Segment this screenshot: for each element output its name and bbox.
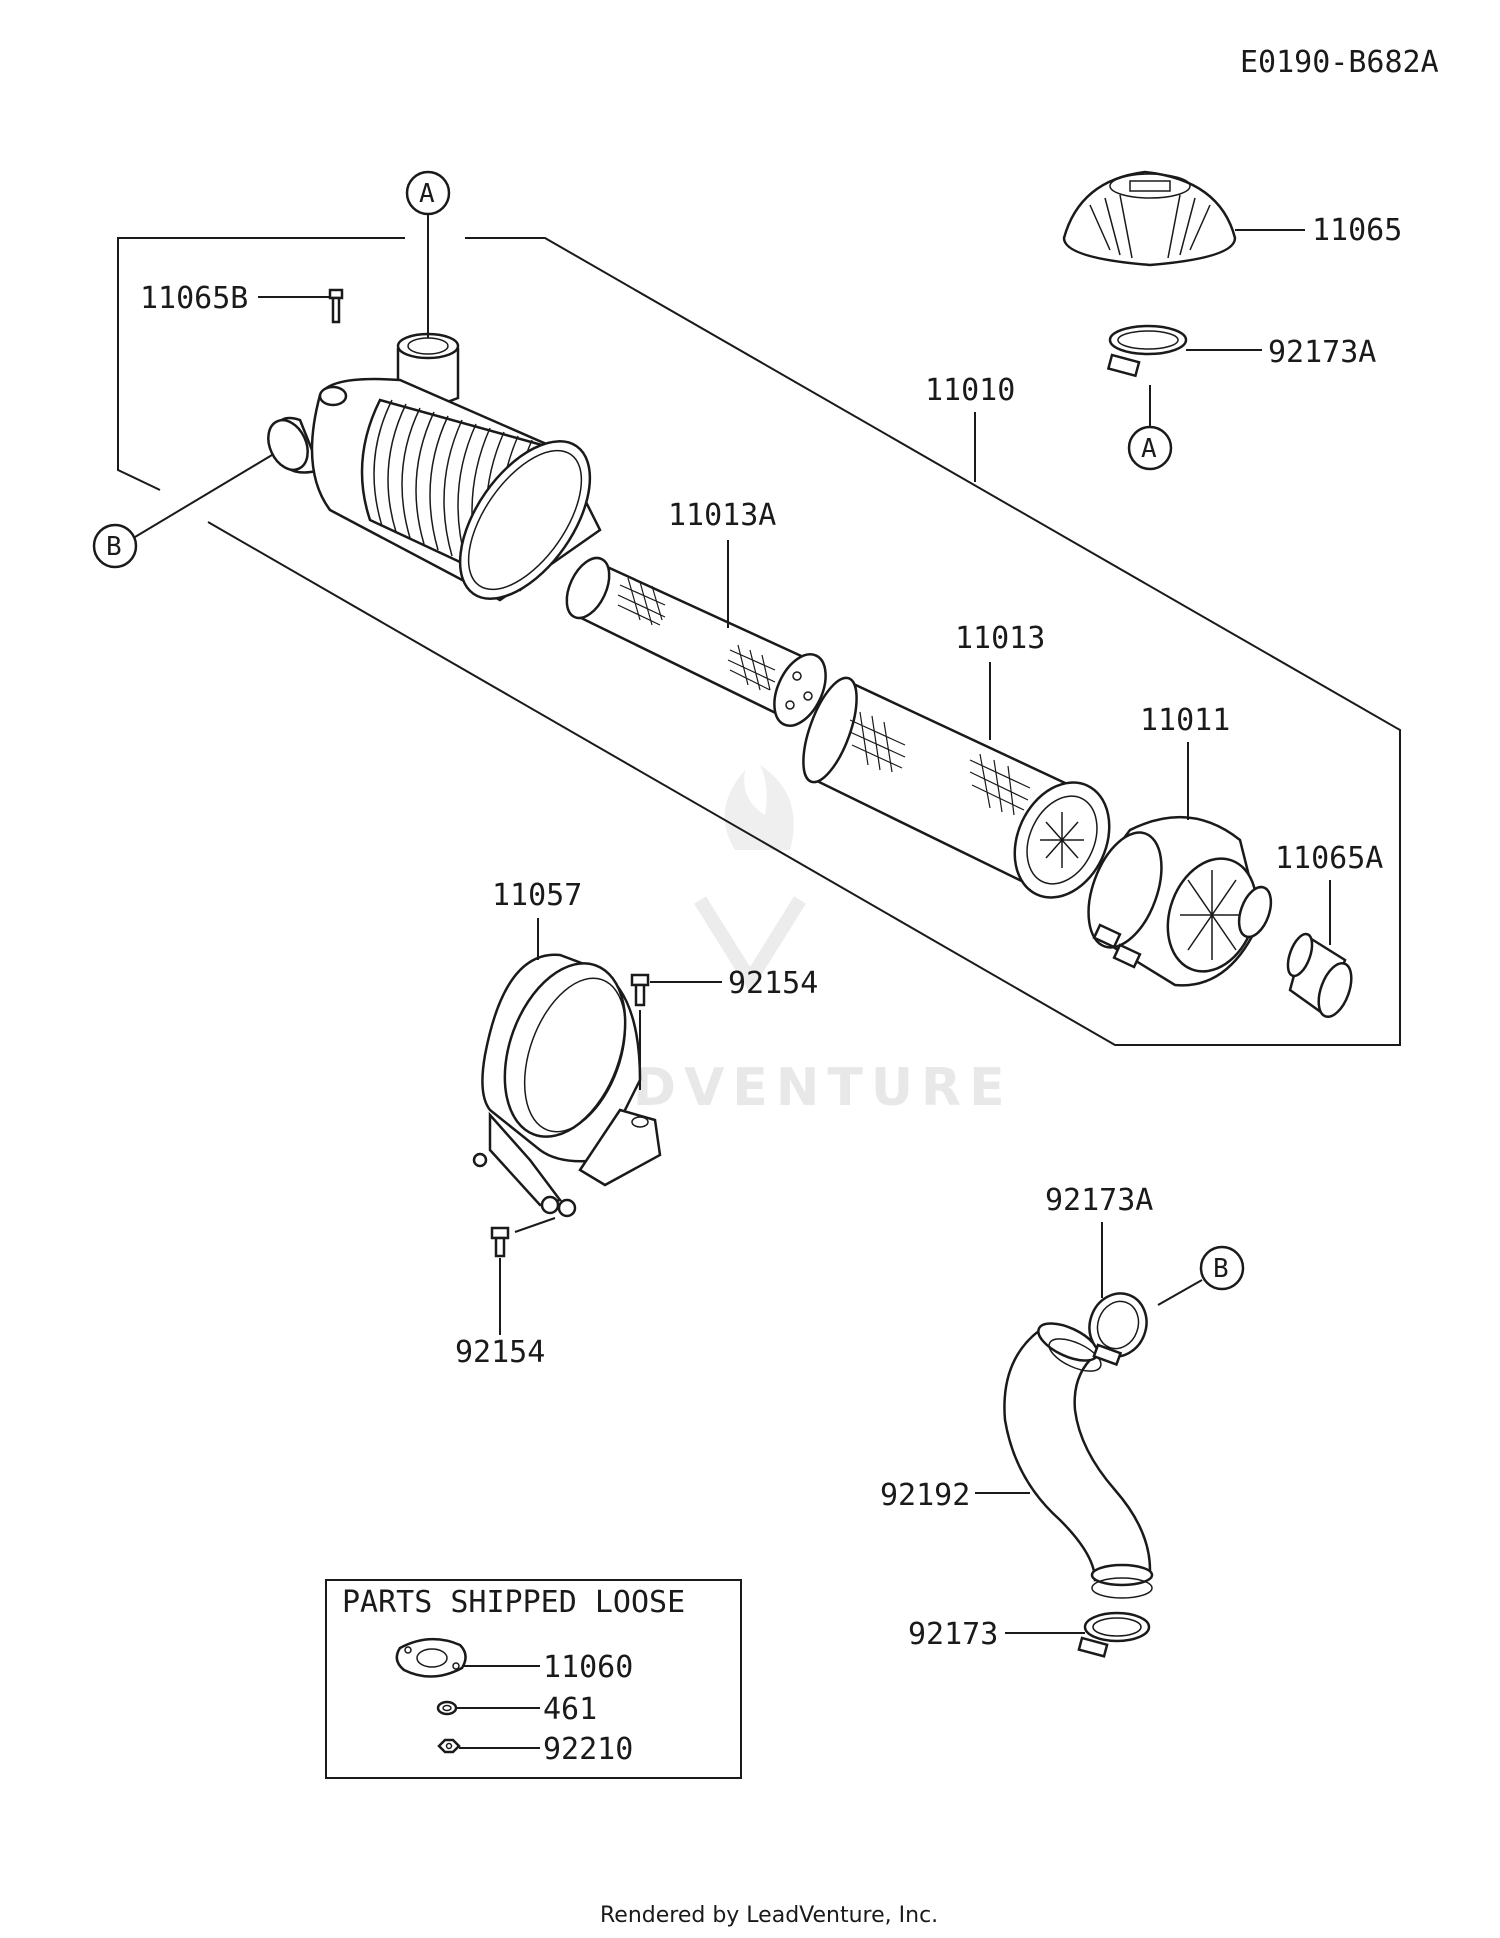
gasket-icon (395, 1637, 467, 1678)
label-92154-bottom: 92154 (455, 1335, 545, 1370)
svg-text:B: B (1213, 1254, 1229, 1284)
label-92173A-bottom: 92173A (1045, 1183, 1153, 1218)
intake-hose-92192 (1003, 1322, 1154, 1599)
parts-box-item-461: 461 (543, 1692, 597, 1727)
evacuator-valve-11065A (1286, 932, 1353, 1018)
ref-a-cap: A (1127, 385, 1173, 471)
label-11013: 11013 (955, 621, 1045, 656)
parts-box-title: PARTS SHIPPED LOOSE (342, 1585, 685, 1620)
parts-box-frame (325, 1579, 742, 1779)
label-11057: 11057 (492, 878, 582, 913)
ref-a-top: A (405, 170, 451, 338)
hose-clamp-92173A-top (1106, 324, 1262, 378)
outer-filter-element-11013 (802, 676, 1111, 899)
diagram-code: E0190-B682A (1240, 45, 1439, 80)
precleaner-cap-11065 (1062, 170, 1305, 267)
svg-text:B: B (106, 532, 122, 562)
hose-clamp-92173 (1005, 1611, 1151, 1658)
bolt-92154-top (630, 973, 722, 1090)
ref-b-left: B (92, 454, 273, 569)
bolt-92154-bottom (490, 1217, 556, 1335)
svg-text:A: A (1141, 434, 1157, 464)
label-11010: 11010 (925, 373, 1015, 408)
label-92173: 92173 (908, 1617, 998, 1652)
label-11065: 11065 (1312, 213, 1402, 248)
air-cleaner-housing (267, 332, 602, 602)
bolt-11065B (258, 288, 344, 324)
label-11013A: 11013A (668, 498, 776, 533)
svg-text:A: A (419, 179, 435, 209)
footer-credit: Rendered by LeadVenture, Inc. (600, 1903, 938, 1928)
parts-box-item-92210: 92210 (543, 1732, 633, 1767)
label-11011: 11011 (1140, 703, 1230, 738)
inner-filter-element-11013A (565, 556, 827, 727)
label-92154-top: 92154 (728, 966, 818, 1001)
end-cover-11011 (1087, 815, 1273, 987)
label-11065A: 11065A (1275, 841, 1383, 876)
ref-b-hose: B (1157, 1245, 1245, 1306)
washer-icon (436, 1700, 458, 1716)
parts-box-item-11060: 11060 (543, 1650, 633, 1685)
mounting-bracket-11057 (472, 953, 662, 1218)
hose-clamp-92173A-bottom (1088, 1222, 1148, 1367)
label-11065B: 11065B (140, 281, 248, 316)
nut-icon (437, 1738, 461, 1754)
label-92192: 92192 (880, 1478, 970, 1513)
assembly-bracket-11010 (117, 237, 1401, 1046)
parts-shipped-loose-box: PARTS SHIPPED LOOSE 11060 461 92210 (325, 1579, 742, 1779)
label-92173A-top: 92173A (1268, 335, 1376, 370)
